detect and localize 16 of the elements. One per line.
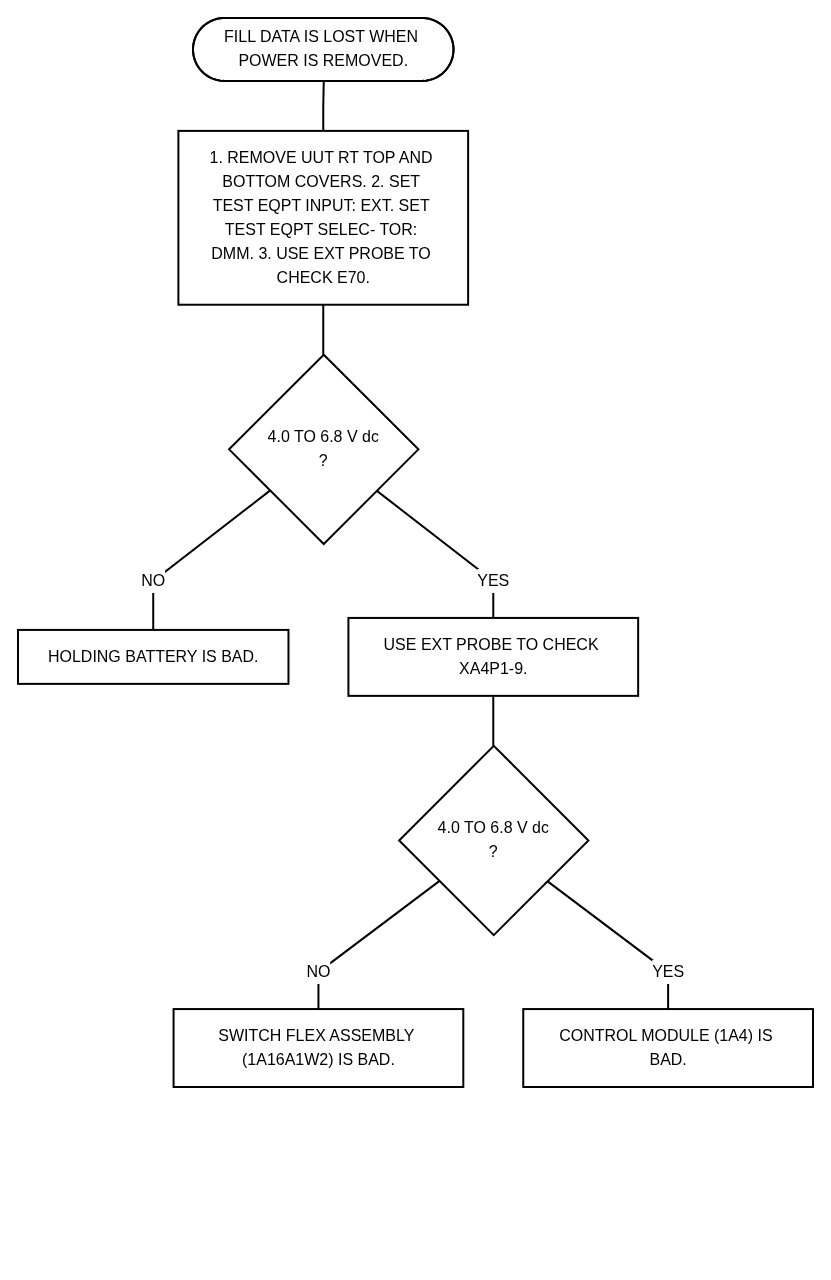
connector — [152, 489, 271, 631]
node-box: USE EXT PROBE TO CHECK XA4P1-9. — [347, 616, 640, 697]
connector — [492, 694, 495, 747]
edge-label: YES — [652, 963, 685, 981]
node-box: HOLDING BATTERY IS BAD. — [17, 628, 290, 685]
node-box: CONTROL MODULE (1A4) IS BAD. — [522, 1008, 814, 1088]
node-diamond: 4.0 TO 6.8 V dc ? — [397, 744, 590, 937]
node-box: 1. REMOVE UUT RT TOP AND BOTTOM COVERS. 2. SET TEST EQPT INPUT: EXT. SET TEST EQPT SELEC- TOR: DMM. 3. USE EXT PROBE TO CHECK E70. — [177, 129, 470, 306]
edge-label: YES — [477, 571, 510, 589]
edge-label: NO — [141, 571, 166, 589]
connector — [322, 80, 325, 132]
node-box: SWITCH FLEX ASSEMBLY (1A16A1W2) IS BAD. — [172, 1008, 465, 1088]
connector — [322, 303, 325, 356]
node-diamond: 4.0 TO 6.8 V dc ? — [227, 353, 420, 546]
connector — [317, 880, 441, 1011]
edge-label: NO — [306, 963, 331, 981]
